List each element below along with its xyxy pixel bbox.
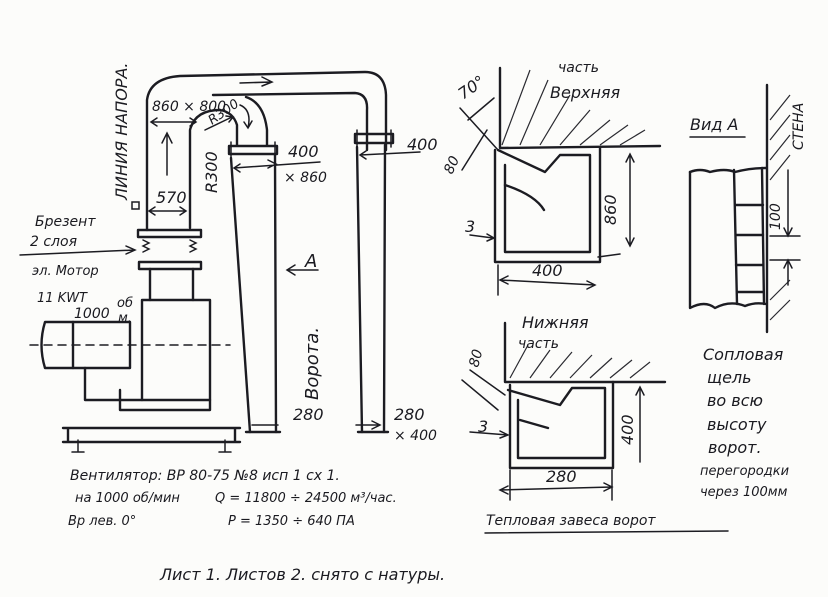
drawing-title: Тепловая завеса ворот bbox=[486, 513, 656, 529]
nozzle-note-1: Сопловая bbox=[703, 345, 784, 364]
radius-large-label: R300 bbox=[202, 151, 221, 193]
lower-section-drawing bbox=[461, 321, 667, 501]
upper-gap: 80 bbox=[441, 154, 463, 177]
supply-line-label: ЛИНИЯ НАПОРА. bbox=[112, 63, 131, 201]
lower-gap: 80 bbox=[466, 348, 486, 369]
duct-width-label: 570 bbox=[156, 188, 187, 207]
fan-rotation: Вр лев. 0° bbox=[68, 514, 136, 529]
partition-pitch: 100 bbox=[768, 203, 784, 230]
gate-label: Ворота. bbox=[302, 327, 323, 400]
outlet-flanges bbox=[227, 129, 421, 173]
fan-rpm: на 1000 об/мин bbox=[75, 491, 180, 506]
motor-rpm: 1000 bbox=[74, 306, 110, 322]
upper-slot: 3 bbox=[465, 217, 475, 236]
nozzle-note-3: во всю bbox=[707, 391, 763, 410]
canvas-label: Брезент bbox=[35, 214, 96, 230]
bottom-left-width: 280 bbox=[293, 405, 324, 424]
fan-pressure: P = 1350 ÷ 640 ПА bbox=[228, 514, 355, 529]
upper-title-2: Верхняя bbox=[550, 83, 621, 102]
upper-section-drawing bbox=[459, 66, 662, 296]
lower-height: 400 bbox=[618, 414, 637, 445]
fan-flow: Q = 11800 ÷ 24500 м³/час. bbox=[215, 491, 397, 506]
fan-spec: Вентилятор: ВР 80-75 №8 исп 1 сх 1. bbox=[70, 468, 340, 484]
duct-size-label: 860 × 800 bbox=[152, 99, 226, 115]
nozzle-note-5: ворот. bbox=[708, 438, 762, 457]
outlet-right-width: 400 bbox=[407, 135, 438, 154]
sheet-footer: Лист 1. Листов 2. снято с натуры. bbox=[159, 565, 445, 584]
rpm-unit-top: об bbox=[117, 296, 133, 311]
nozzle-note-7: через 100мм bbox=[700, 485, 788, 500]
lower-slot: 3 bbox=[478, 417, 488, 436]
rpm-unit-bottom: м. bbox=[118, 311, 132, 326]
upper-angle: 70° bbox=[454, 71, 488, 103]
outlet-left-width: 400 bbox=[288, 142, 319, 161]
supply-duct bbox=[145, 70, 388, 232]
bottom-right-width: 280 bbox=[394, 405, 425, 424]
nozzle-note-6: перегородки bbox=[700, 464, 789, 479]
bottom-right-height: × 400 bbox=[394, 428, 437, 444]
lower-width: 280 bbox=[546, 467, 577, 486]
upper-title-1: часть bbox=[558, 60, 599, 76]
lower-title-1: Нижняя bbox=[522, 313, 589, 332]
lower-title-2: часть bbox=[518, 336, 559, 352]
outlet-left-height: × 860 bbox=[284, 170, 327, 186]
upper-height: 860 bbox=[601, 194, 620, 225]
motor-label: эл. Мотор bbox=[32, 264, 99, 279]
view-a-title: Вид А bbox=[690, 115, 738, 134]
view-a-drawing bbox=[688, 83, 801, 334]
wall-label: СТЕНА bbox=[791, 103, 807, 150]
motor-power: 11 KWT bbox=[37, 291, 88, 306]
nozzle-note-2: щель bbox=[707, 368, 752, 387]
fan-unit bbox=[19, 201, 242, 453]
air-curtain-columns bbox=[229, 143, 390, 434]
upper-width: 400 bbox=[532, 261, 563, 280]
nozzle-note-4: высоту bbox=[707, 415, 767, 434]
layers-label: 2 слоя bbox=[30, 234, 77, 250]
view-arrow-label: A bbox=[304, 251, 317, 272]
